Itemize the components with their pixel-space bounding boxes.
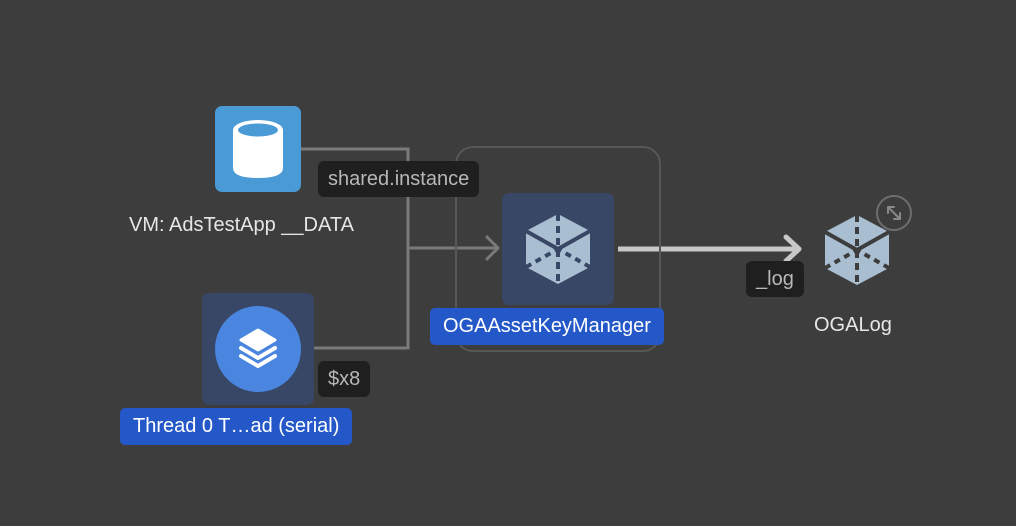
node-oga-log[interactable]: [821, 213, 893, 287]
node-thread0-label[interactable]: Thread 0 T…ad (serial): [120, 408, 353, 445]
edge-label-shared-instance[interactable]: shared.instance: [318, 161, 480, 197]
node-oga-log-label[interactable]: OGALog: [814, 314, 892, 336]
package-cube-icon: [525, 214, 591, 284]
edge-label-x8[interactable]: $x8: [318, 361, 371, 397]
package-cube-icon: [824, 215, 890, 285]
node-thread0[interactable]: [202, 293, 314, 405]
expand-node-button[interactable]: [876, 195, 912, 231]
edge-vm-to-manager[interactable]: [301, 147, 410, 248]
selection-group-frame: [455, 146, 661, 352]
arrowhead-manager-icon: [485, 235, 500, 261]
database-icon: [233, 120, 283, 178]
node-vm-data[interactable]: [215, 106, 301, 192]
edge-label-log[interactable]: _log: [746, 261, 804, 297]
stack-layers-icon: [215, 306, 301, 392]
edge-thread-to-manager[interactable]: [314, 248, 410, 350]
node-asset-key-manager-label[interactable]: OGAAssetKeyManager: [430, 308, 664, 345]
expand-arrows-icon: [887, 206, 901, 220]
node-asset-key-manager[interactable]: [502, 193, 614, 305]
node-vm-data-label[interactable]: VM: AdsTestApp __DATA: [129, 214, 354, 236]
arrowhead-log-icon: [783, 234, 802, 264]
